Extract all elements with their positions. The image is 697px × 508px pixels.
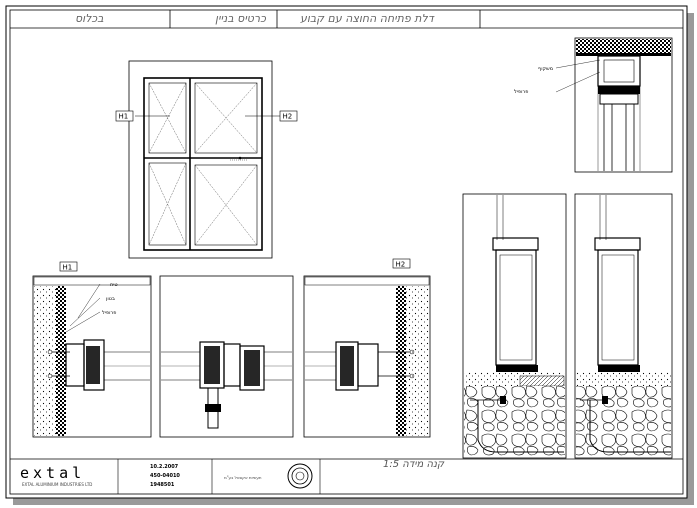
drawing-title: דלת פתיחה החוצה עם קבוע — [300, 12, 435, 25]
label-wall: בטון — [106, 296, 115, 302]
door-elevation — [128, 60, 280, 259]
section-h1-tag: H1 — [59, 261, 78, 272]
svg-text:H2: H2 — [283, 113, 293, 121]
file-number: 450-04010 — [150, 473, 180, 479]
drawing-number: 1948501 — [150, 482, 175, 488]
extal-logo: extal — [20, 464, 85, 482]
header-bar: בכלוס כרטיס בניין דלת פתיחה החוצה עם קבו… — [10, 10, 683, 29]
section-h2-detail — [303, 275, 431, 438]
label-profile-head: פרופיל — [514, 89, 528, 95]
sill-detail-left — [462, 193, 567, 459]
sill-detail-right — [574, 193, 673, 459]
company-seal-icon — [287, 463, 313, 489]
date-value: 10.2.2007 — [150, 464, 179, 470]
head-detail: משקוף פרופיל — [514, 37, 673, 173]
logo-tagline: EXTAL ALUMINIUM INDUSTRIES LTD — [22, 482, 92, 487]
section-mullion-detail — [159, 275, 294, 438]
label-plaster: טיח — [110, 282, 118, 288]
title-block: extal EXTAL ALUMINIUM INDUSTRIES LTD 10.… — [10, 458, 683, 494]
company-lines: תעשיות אקסטל בע"מ — [224, 475, 262, 480]
callout-h1: H1 — [115, 110, 134, 122]
svg-text:H2: H2 — [396, 261, 406, 269]
callout-h2: H2 — [279, 110, 298, 122]
label-frame: משקוף — [538, 66, 553, 72]
svg-text:H1: H1 — [119, 113, 129, 121]
section-h2-tag: H2 — [392, 258, 411, 269]
label-profile: פרופיל — [102, 310, 116, 316]
client-name: בכלוס — [75, 12, 104, 25]
scale-note: קנה מידה 1:5 — [383, 459, 445, 470]
svg-text:H1: H1 — [63, 264, 73, 272]
subject-title: כרטיס בניין — [215, 12, 266, 25]
section-h1-detail: טיח בטון פרופיל — [32, 275, 152, 438]
